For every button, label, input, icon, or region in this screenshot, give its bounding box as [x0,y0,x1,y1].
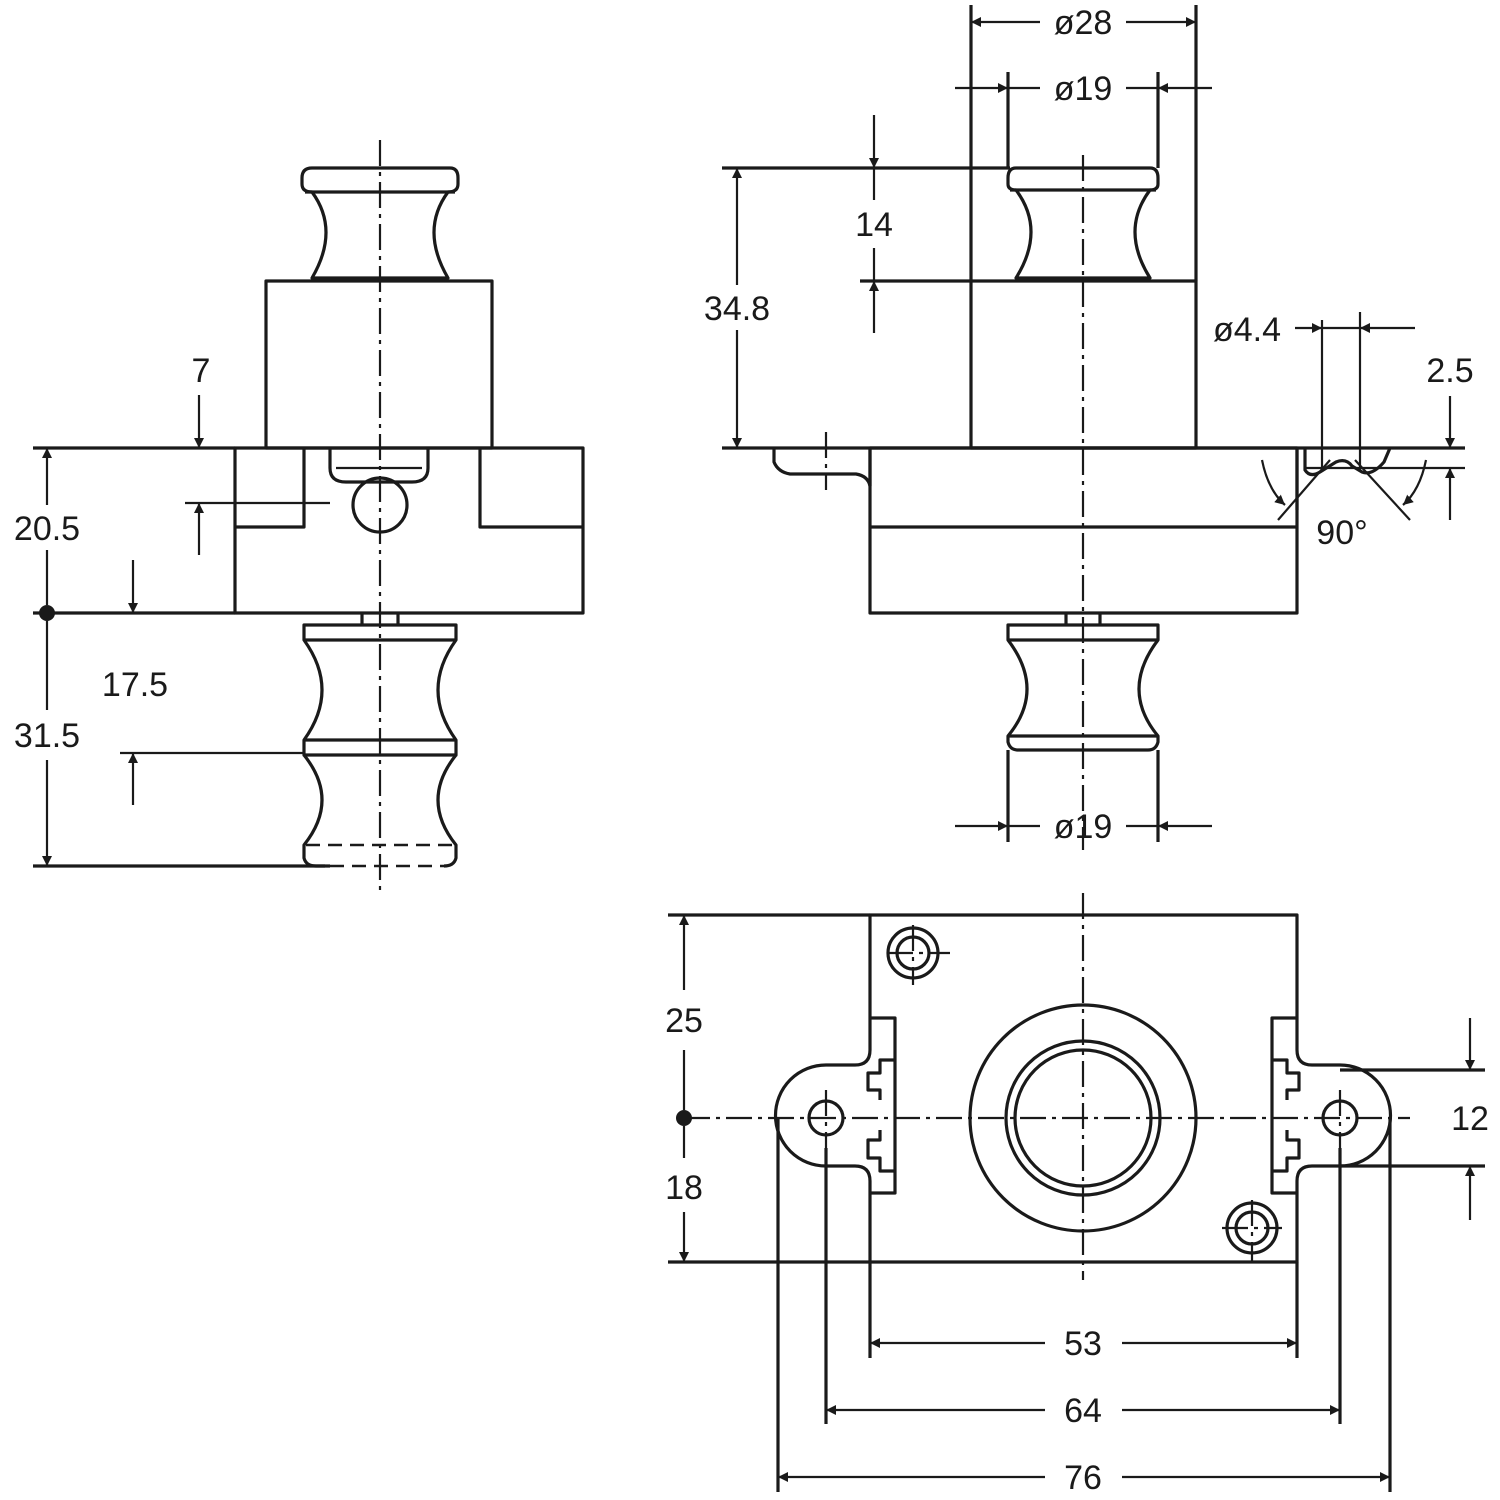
dim-7: 7 [192,352,211,390]
dim-18: 18 [665,1169,703,1207]
front-view: ø28 ø19 14 34.8 ø4.4 2.5 90° ø19 [704,4,1474,850]
dim-53: 53 [1064,1325,1102,1363]
side-latch-ball [351,476,409,534]
side-top-knob [300,166,460,280]
dim-34-8: 34.8 [704,290,770,328]
dim-20-5: 20.5 [14,510,80,548]
dim-76: 76 [1064,1459,1102,1497]
plan-view: 25 18 12 53 64 76 [665,893,1489,1497]
dim-d19-top: ø19 [1054,70,1113,108]
dim-25: 25 [665,1002,703,1040]
dim-angle-90: 90° [1316,514,1367,552]
dim-d19-bottom: ø19 [1054,808,1113,846]
dim-12: 12 [1451,1100,1489,1138]
dim-17-5: 17.5 [102,666,168,704]
plan-reference-dot [676,1110,692,1126]
front-bottom-knob [1006,623,1160,752]
front-top-knob [1006,166,1160,280]
front-base-body [868,446,1299,615]
side-base-body [233,446,585,615]
dim-64: 64 [1064,1392,1102,1430]
dim-14: 14 [855,206,893,244]
side-reference-dot [39,605,55,621]
dim-d28: ø28 [1054,4,1113,42]
dim-d4-4: ø4.4 [1213,311,1281,349]
side-view: 7 20.5 17.5 31.5 [14,140,585,895]
dim-2-5: 2.5 [1426,352,1473,390]
dim-31-5: 31.5 [14,717,80,755]
